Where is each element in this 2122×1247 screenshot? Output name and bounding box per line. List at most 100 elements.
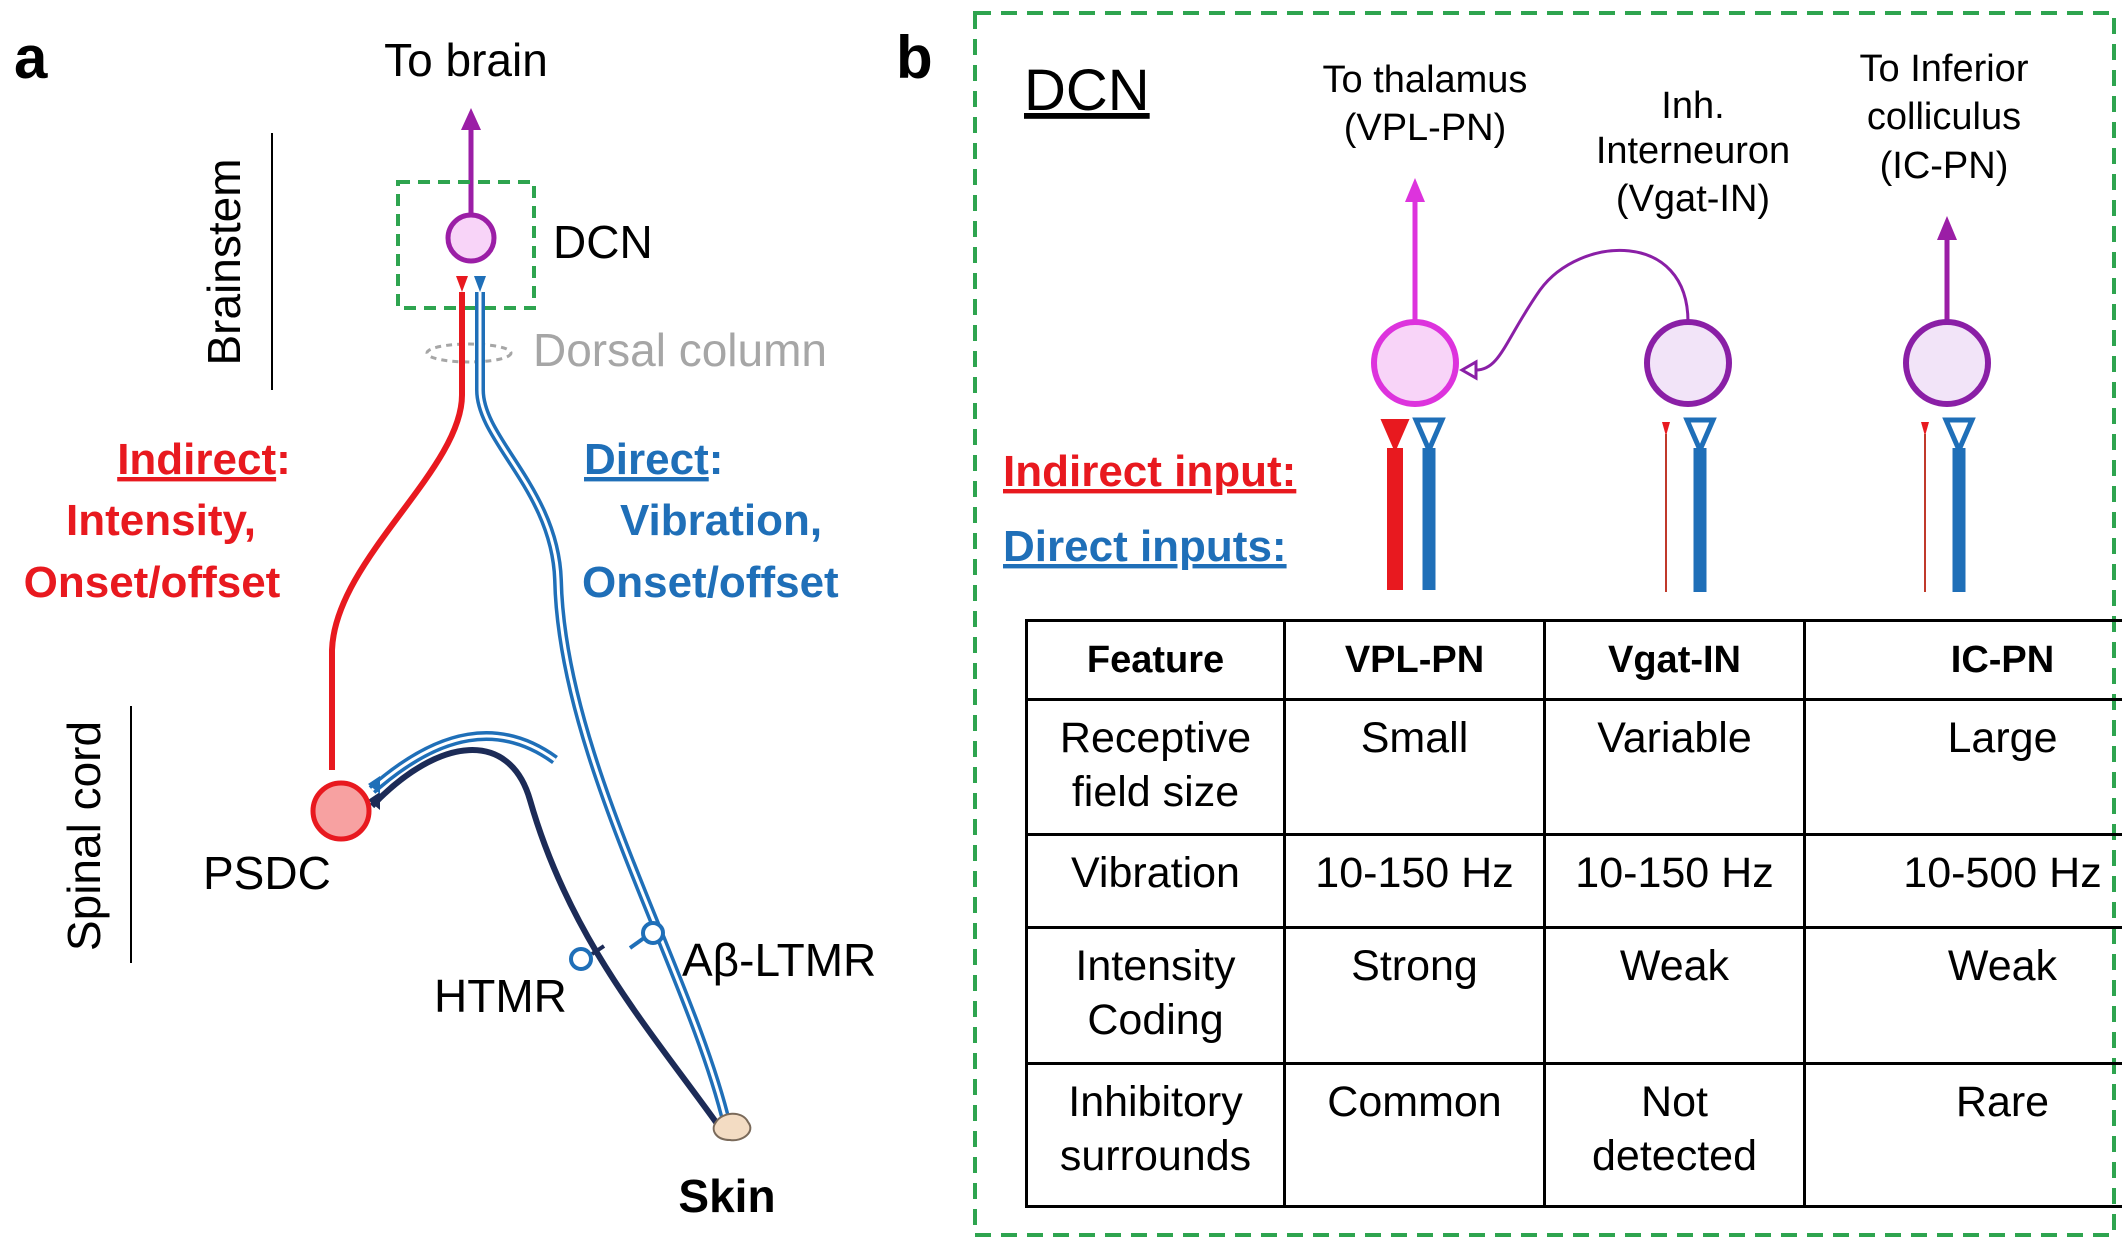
vgat-line-1: Variable xyxy=(1597,714,1752,762)
vpl-cell: 10-150 Hz xyxy=(1283,833,1546,929)
abeta-ltmr-label: Aβ-LTMR xyxy=(682,934,876,986)
abeta-drg-stalk xyxy=(628,936,646,950)
direct-collateral-terminal xyxy=(368,776,380,794)
direct-inputs-label: Direct inputs: xyxy=(1003,522,1287,571)
ic-cell: Rare xyxy=(1803,1062,2122,1208)
direct-heading: Direct: xyxy=(584,435,723,484)
direct-terminal-a xyxy=(474,276,486,292)
indirect-pathway xyxy=(329,292,465,770)
vgat-line-1: Not xyxy=(1641,1078,1708,1126)
ic-pn-neuron xyxy=(1903,319,1991,407)
table-header-cell: VPL-PN xyxy=(1283,619,1546,701)
panel-b: b DCN To thalamus (VPL-PN) Inh. Interneu… xyxy=(896,11,2116,1237)
direct-line-2: Onset/offset xyxy=(582,558,839,607)
table-row: Receptive field size Small Variable Large xyxy=(1025,698,2122,836)
vgat-cell: Not detected xyxy=(1543,1062,1806,1208)
ic-label-line2: colliculus xyxy=(1867,96,2021,138)
htmr-drg-stalk xyxy=(590,944,606,956)
psdc-neuron xyxy=(310,780,372,842)
ic-output-arrowhead xyxy=(1937,216,1957,240)
vpl-label-line1: To thalamus xyxy=(1323,59,1528,101)
feature-cell: Receptive field size xyxy=(1025,698,1286,836)
htmr-terminal xyxy=(368,792,380,810)
feature-line-2: field size xyxy=(1071,768,1240,816)
panel-b-letter: b xyxy=(896,24,933,91)
vpl-direct-terminal xyxy=(1412,417,1446,457)
table-row: Vibration 10-150 Hz 10-150 Hz 10-500 Hz xyxy=(1025,833,2122,929)
skin-patch xyxy=(712,1112,752,1142)
ic-label-line3: (IC-PN) xyxy=(1880,145,2009,187)
table-header-row: Feature VPL-PN Vgat-IN IC-PN xyxy=(1025,619,2122,701)
skin-label: Skin xyxy=(678,1170,775,1222)
indirect-terminal-a xyxy=(456,276,468,292)
feature-line-1: Receptive xyxy=(1059,714,1252,762)
feature-cell: Vibration xyxy=(1025,833,1286,929)
indirect-heading-colon: : xyxy=(276,435,291,484)
inh-label-line1: Inh. xyxy=(1661,85,1724,127)
vgat-direct-terminal xyxy=(1683,417,1717,457)
spinal-cord-label: Spinal cord xyxy=(58,721,110,951)
table-header-cell: Feature xyxy=(1025,619,1286,701)
ic-label-line1: To Inferior xyxy=(1860,48,2029,90)
feature-line-2: Coding xyxy=(1087,996,1224,1044)
ic-cell: Large xyxy=(1803,698,2122,836)
vpl-output-arrowhead xyxy=(1405,178,1425,202)
inhibitory-terminal xyxy=(1458,359,1478,381)
panel-a: a To brain DCN Brainstem Dorsal column xyxy=(14,24,876,1222)
feature-line-2: surrounds xyxy=(1059,1132,1252,1180)
vpl-pn-neuron xyxy=(1371,319,1459,407)
psdc-label: PSDC xyxy=(203,847,331,899)
vpl-cell: Strong xyxy=(1283,926,1546,1065)
htmr-label: HTMR xyxy=(434,970,567,1022)
vpl-cell: Small xyxy=(1283,698,1546,836)
feature-line-1: Intensity xyxy=(1075,942,1236,990)
direct-pathway-core xyxy=(478,292,729,1126)
feature-table: Feature VPL-PN Vgat-IN IC-PN Receptive fi… xyxy=(1025,619,2122,1208)
feature-line-1: Inhibitory xyxy=(1068,1078,1243,1126)
vpl-cell: Common xyxy=(1283,1062,1546,1208)
inh-label-line3: (Vgat-IN) xyxy=(1616,178,1770,220)
indirect-input-label: Indirect input: xyxy=(1003,447,1296,496)
vpl-indirect-terminal xyxy=(1380,419,1410,453)
ic-cell: Weak xyxy=(1803,926,2122,1065)
indirect-line-2: Onset/offset xyxy=(24,558,281,607)
direct-collateral-core xyxy=(371,734,556,792)
vgat-cell: 10-150 Hz xyxy=(1543,833,1806,929)
htmr-drg-soma xyxy=(569,947,593,971)
table-row: Inhibitory surrounds Common Not detected R… xyxy=(1025,1062,2122,1208)
direct-heading-word: Direct xyxy=(584,435,709,484)
dcn-neuron-a xyxy=(445,212,497,264)
vgat-line-1: 10-150 Hz xyxy=(1575,849,1774,897)
panel-a-letter: a xyxy=(14,24,48,91)
table-header-cell: Vgat-IN xyxy=(1543,619,1806,701)
feature-line-1: Vibration xyxy=(1071,849,1240,897)
ic-direct-terminal xyxy=(1942,417,1976,457)
ic-cell: 10-500 Hz xyxy=(1803,833,2122,929)
table-header-cell: IC-PN xyxy=(1803,619,2122,701)
vgat-cell: Weak xyxy=(1543,926,1806,1065)
indirect-line-1: Intensity, xyxy=(66,496,256,545)
vgat-cell: Variable xyxy=(1543,698,1806,836)
direct-line-1: Vibration, xyxy=(620,496,822,545)
dorsal-column-ellipse xyxy=(425,342,513,364)
htmr-pathway xyxy=(369,747,721,1127)
to-brain-label: To brain xyxy=(384,34,548,86)
vgat-in-neuron xyxy=(1644,319,1732,407)
dcn-output-arrowhead xyxy=(461,108,481,130)
vgat-line-2: detected xyxy=(1592,1132,1757,1180)
inh-label-line2: Interneuron xyxy=(1596,130,1790,172)
abeta-drg-soma xyxy=(641,921,665,945)
vgat-indirect-terminal xyxy=(1662,422,1670,436)
indirect-heading-word: Indirect xyxy=(117,435,276,484)
indirect-heading: Indirect: xyxy=(117,435,291,484)
dcn-label-a: DCN xyxy=(553,216,653,268)
ic-indirect-terminal xyxy=(1921,422,1929,436)
dcn-dashed-box xyxy=(396,180,536,310)
vpl-label-line2: (VPL-PN) xyxy=(1344,107,1507,149)
inhibitory-axon xyxy=(1475,248,1690,372)
direct-heading-colon: : xyxy=(709,435,724,484)
dcn-title: DCN xyxy=(1024,58,1150,123)
feature-cell: Inhibitory surrounds xyxy=(1025,1062,1286,1208)
